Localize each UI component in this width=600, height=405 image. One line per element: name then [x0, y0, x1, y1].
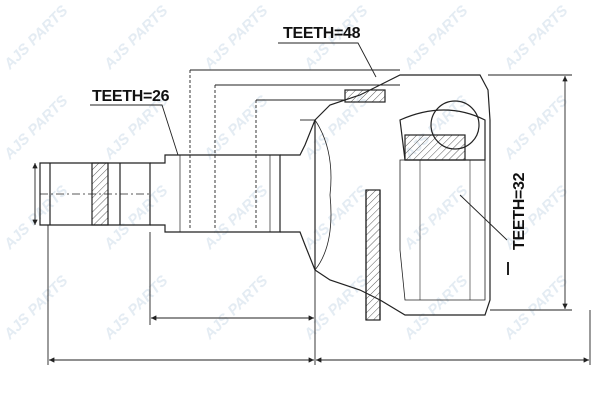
watermark-logo: AJS PARTS [200, 92, 271, 163]
watermark-layer: AJS PARTS AJS PARTS AJS PARTS AJS PARTS AJS … [0, 2, 571, 343]
watermark-logo: AJS PARTS [0, 92, 71, 163]
ball [430, 100, 480, 150]
watermark-logo: AJS PARTS [100, 182, 171, 253]
label-teeth-48: TEETH=48 [283, 25, 361, 42]
abs-ring [365, 189, 381, 321]
inner-race [399, 109, 486, 161]
dimension-lines [32, 42, 591, 365]
hub-bolt [344, 89, 386, 103]
watermark-logo: AJS PARTS [0, 272, 71, 343]
watermark-logo: AJS PARTS [200, 2, 271, 73]
watermark-logo: AJS PARTS [100, 272, 171, 343]
watermark-logo: AJS PARTS [0, 2, 71, 73]
label-teeth-26: TEETH=26 [92, 88, 170, 105]
cv-joint-outline [39, 74, 491, 321]
watermark-logo: AJS PARTS [100, 2, 171, 73]
label-teeth-32: TEETH=32 [511, 172, 528, 250]
watermark-logo: AJS PARTS [200, 272, 271, 343]
shaft-neck [280, 119, 316, 271]
watermark-logo: AJS PARTS [500, 272, 571, 343]
watermark-logo: AJS PARTS [200, 182, 271, 253]
watermark-logo: AJS PARTS [400, 272, 471, 343]
watermark-logo: AJS PARTS [400, 182, 471, 253]
watermark-logo: AJS PARTS [0, 182, 71, 253]
watermark-logo: AJS PARTS [400, 2, 471, 73]
watermark-logo: AJS PARTS [500, 2, 571, 73]
watermark-logo: AJS PARTS [300, 182, 371, 253]
watermark-logo: AJS PARTS [300, 272, 371, 343]
shaft [150, 154, 281, 233]
watermark-logo: AJS PARTS [500, 92, 571, 163]
